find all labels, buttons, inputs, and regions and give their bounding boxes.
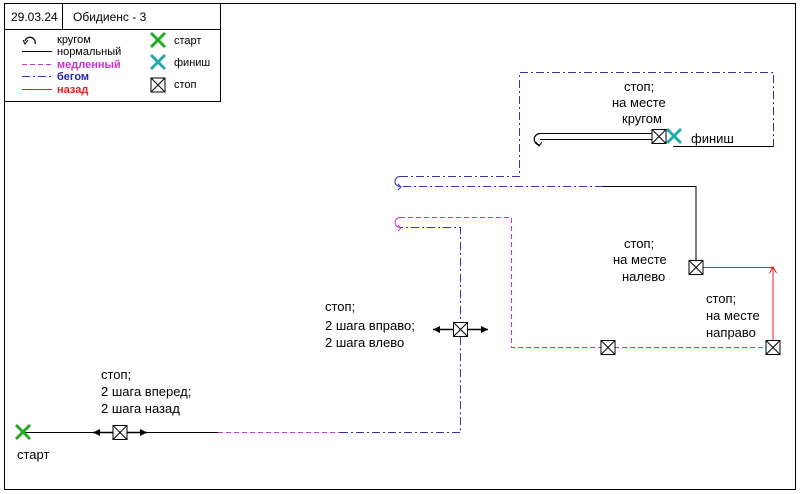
- legend-turn-label: кругом: [57, 34, 91, 46]
- legend-run-label: бегом: [57, 71, 89, 83]
- turn-legend-icon: [24, 36, 36, 45]
- start-marker-icon: [14, 423, 32, 441]
- stop-legend-icon: [150, 77, 166, 93]
- legend-slow-label: медленный: [57, 59, 121, 71]
- finish-label: финиш: [691, 131, 734, 146]
- outer-frame: [4, 3, 796, 490]
- stop-1-marker: [93, 425, 147, 440]
- course-title: Обидиенс - 3: [73, 10, 147, 24]
- legend-normal-label: нормальный: [57, 46, 121, 58]
- route-normal-2: [603, 186, 697, 268]
- route-slow-2: [400, 217, 773, 348]
- legend-finish-label: финиш: [174, 57, 210, 69]
- legend-start-label: старт: [174, 35, 201, 47]
- stop-icon: [453, 322, 468, 337]
- stop-3-label: стоп; на месте налево: [613, 236, 670, 284]
- stop-icon: [112, 425, 128, 440]
- start-label: старт: [17, 447, 49, 462]
- stop-marker-slow: [600, 340, 616, 355]
- legend-stop-label: стоп: [174, 79, 197, 91]
- start-legend-icon: [149, 31, 167, 49]
- legend-back-label: назад: [57, 84, 88, 96]
- stop-4-marker: [765, 340, 781, 355]
- finish-marker-icon: [665, 127, 683, 145]
- finish-legend-icon: [149, 53, 167, 71]
- route-run-4: [400, 72, 774, 177]
- stop-5-marker: [651, 129, 667, 144]
- stop-5-label: стоп; на месте кругом: [612, 79, 669, 126]
- turn-2-icon: [394, 176, 401, 187]
- course-route: [22, 72, 777, 433]
- stop-4-label: стоп; на месте направо: [706, 291, 763, 340]
- stop-2-label: стоп; 2 шага вправо; 2 шага влево: [325, 299, 418, 350]
- route-run-1: [340, 330, 461, 433]
- legend-panel: 29.03.24 Обидиенс - 3 кругом нормальный …: [4, 3, 221, 102]
- stop-1-label: стоп; 2 шага вперед; 2 шага назад: [101, 367, 195, 416]
- route-run-2: [400, 227, 461, 330]
- stop-3-marker: [688, 260, 704, 275]
- turn-1-icon: [394, 217, 401, 228]
- date-label: 29.03.24: [11, 10, 58, 24]
- stop-2-marker: [433, 322, 488, 337]
